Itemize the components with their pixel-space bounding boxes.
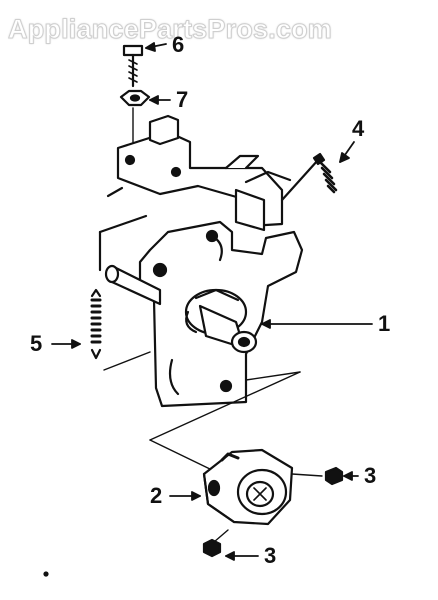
callout-arrows [51,42,373,561]
top-bracket [106,114,292,232]
callout-4: 4 [352,116,365,141]
part-3-pin-bottom [202,529,229,558]
callout-5: 5 [30,331,43,356]
part-7-nut [119,89,151,107]
part-6-screw [122,44,144,88]
part-2-cam [202,448,294,526]
part-1-hub [184,288,258,354]
shaft-rod [98,214,162,306]
callout-3-right: 3 [364,463,377,488]
callout-6: 6 [172,32,185,57]
callout-3-bottom: 3 [264,543,277,568]
watermark-text: AppliancePartsPros.com [7,14,333,45]
part-4-spring [280,152,338,202]
part-3-pin-right [291,466,344,486]
callout-7: 7 [176,87,189,112]
callout-1: 1 [378,311,391,336]
callout-2: 2 [150,483,163,508]
part-5-spring [90,288,151,371]
